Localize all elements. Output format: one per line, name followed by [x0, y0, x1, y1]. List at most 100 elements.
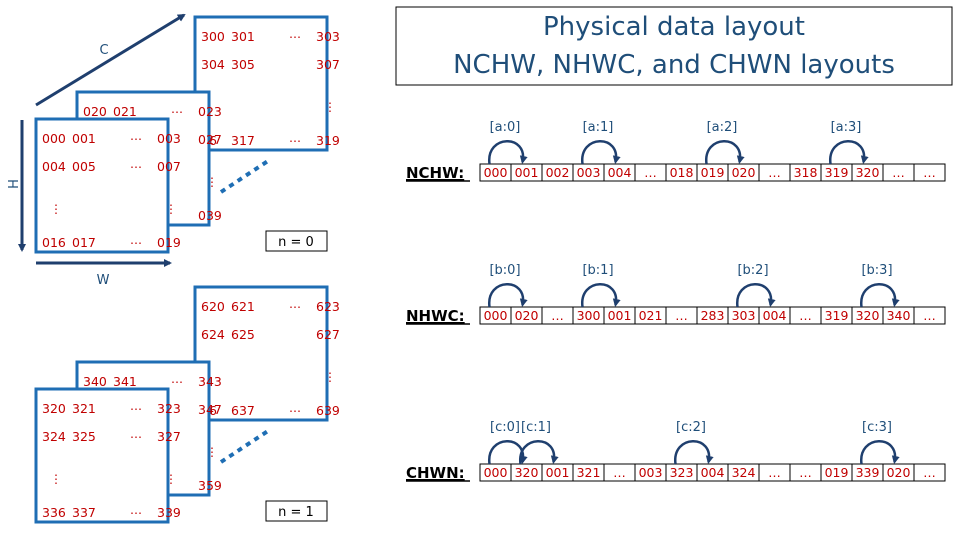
back-panel-value: 307 — [316, 57, 340, 72]
batch-label-box — [265, 230, 328, 252]
front-panel-frame — [34, 387, 170, 524]
stride-label: [a:3] — [831, 120, 862, 135]
back-panel-frame — [193, 285, 329, 422]
batch-label: n = 1 — [278, 505, 314, 520]
stride-arrow — [581, 283, 621, 308]
stride-label: [b:2] — [737, 263, 768, 278]
back-panel-value: 627 — [316, 327, 340, 342]
stride-label: [b:0] — [489, 263, 520, 278]
strip-cell-value: … — [923, 165, 936, 180]
back-panel-frame — [193, 15, 329, 152]
front-panel-value: 336 — [42, 505, 66, 520]
front-panel-value: 004 — [42, 159, 66, 174]
back-panel-value: ⋯ — [289, 134, 301, 148]
stride-label: [a:1] — [583, 120, 614, 135]
front-panel-value: ⋮ — [50, 202, 62, 216]
strip-cell-value: 020 — [732, 165, 756, 180]
back-panel-value: ⋯ — [289, 300, 301, 314]
front-panel-value: ⋮ — [165, 202, 177, 216]
strip-cell-value: 001 — [546, 465, 570, 480]
strip-cell-value: … — [799, 308, 812, 323]
back-panel-value: 301 — [231, 29, 255, 44]
mid-panel-value: ⋯ — [171, 105, 183, 119]
stride-arrow — [488, 140, 528, 165]
mid-panel-value: 023 — [198, 104, 222, 119]
front-panel-value: 324 — [42, 429, 66, 444]
layout-name: NCHW: — [406, 164, 464, 182]
front-panel-value: ⋯ — [130, 236, 142, 250]
front-panel-value: 325 — [72, 429, 96, 444]
strip-cell-value: … — [768, 165, 781, 180]
back-panel-value: 639 — [316, 403, 340, 418]
stride-arrow — [736, 283, 776, 308]
stride-arrow — [519, 440, 559, 465]
stride-arrow — [829, 140, 869, 165]
strip-cell-value: 318 — [794, 165, 818, 180]
strip-cell-value: 004 — [608, 165, 632, 180]
mid-panel-value: 343 — [198, 374, 222, 389]
back-panel-value: ⋮ — [324, 100, 336, 114]
stride-arrow — [581, 140, 621, 165]
strip-cell-value: 002 — [546, 165, 570, 180]
front-panel-value: 007 — [157, 159, 181, 174]
title-line-1: Physical data layout — [543, 12, 805, 42]
back-panel-value: 637 — [231, 403, 255, 418]
layout-name: CHWN: — [406, 464, 465, 482]
strip-cell-value: … — [799, 465, 812, 480]
back-panel-value: ⋮ — [324, 370, 336, 384]
back-panel-value: 319 — [316, 133, 340, 148]
back-panel-value: 303 — [316, 29, 340, 44]
layout-name: NHWC: — [406, 307, 465, 325]
batch-label: n = 0 — [278, 235, 314, 250]
front-panel-value: ⋮ — [50, 472, 62, 486]
title-line-2: NCHW, NHWC, and CHWN layouts — [453, 50, 895, 80]
stride-arrow — [860, 440, 900, 465]
stride-arrow — [488, 283, 528, 308]
mid-panel-value: 347 — [198, 402, 222, 417]
front-panel-value: ⋯ — [130, 430, 142, 444]
strip-cell-value: 339 — [856, 465, 880, 480]
mid-panel-value: ⋮ — [206, 175, 218, 189]
mid-panel-value: 027 — [198, 132, 222, 147]
strip-cell-value: 003 — [577, 165, 601, 180]
stride-label: [a:0] — [490, 120, 521, 135]
mid-panel-value: 359 — [198, 478, 222, 493]
front-panel-value: 003 — [157, 131, 181, 146]
strip-cell-value: … — [892, 165, 905, 180]
mid-panel-value: ⋯ — [171, 375, 183, 389]
stride-label: [c:2] — [676, 420, 706, 435]
strip-cell-value: 340 — [887, 308, 911, 323]
strip-cell-value: … — [768, 465, 781, 480]
strip-cell-value: 283 — [701, 308, 725, 323]
strip-cell-box — [913, 306, 946, 325]
h-axis-label: H — [7, 179, 22, 189]
back-panel-value: 620 — [201, 299, 225, 314]
front-panel-value: 001 — [72, 131, 96, 146]
back-panel-value: 621 — [231, 299, 255, 314]
back-panel-value: 317 — [231, 133, 255, 148]
stride-label: [b:3] — [861, 263, 892, 278]
batch-group-1: 620621⋯623624625627⋮36637⋯639340341⋯3433… — [34, 285, 340, 524]
back-panel-value: 625 — [231, 327, 255, 342]
strip-cell-value: 319 — [825, 308, 849, 323]
strip-cell-value: 320 — [856, 165, 880, 180]
strip-cell-value: 321 — [577, 465, 601, 480]
front-panel-frame — [34, 117, 170, 254]
mid-panel-value: 021 — [113, 104, 137, 119]
strip-cell-value: 323 — [670, 465, 694, 480]
strip-cell-value: 000 — [484, 465, 508, 480]
strip-cell-value: 320 — [856, 308, 880, 323]
strip-cell-value: 001 — [515, 165, 539, 180]
strip-cell-value: 004 — [701, 465, 725, 480]
mid-panel-value: 341 — [113, 374, 137, 389]
strip-cell-value: … — [613, 465, 626, 480]
mid-panel-value: 039 — [198, 208, 222, 223]
back-panel-value: ⋯ — [289, 404, 301, 418]
stride-label: [c:0] — [490, 420, 520, 435]
strip-cell-value: 019 — [701, 165, 725, 180]
strip-cell-value: 001 — [608, 308, 632, 323]
front-panel-value: 321 — [72, 401, 96, 416]
front-panel-value: 339 — [157, 505, 181, 520]
back-panel-value: ⋯ — [289, 30, 301, 44]
